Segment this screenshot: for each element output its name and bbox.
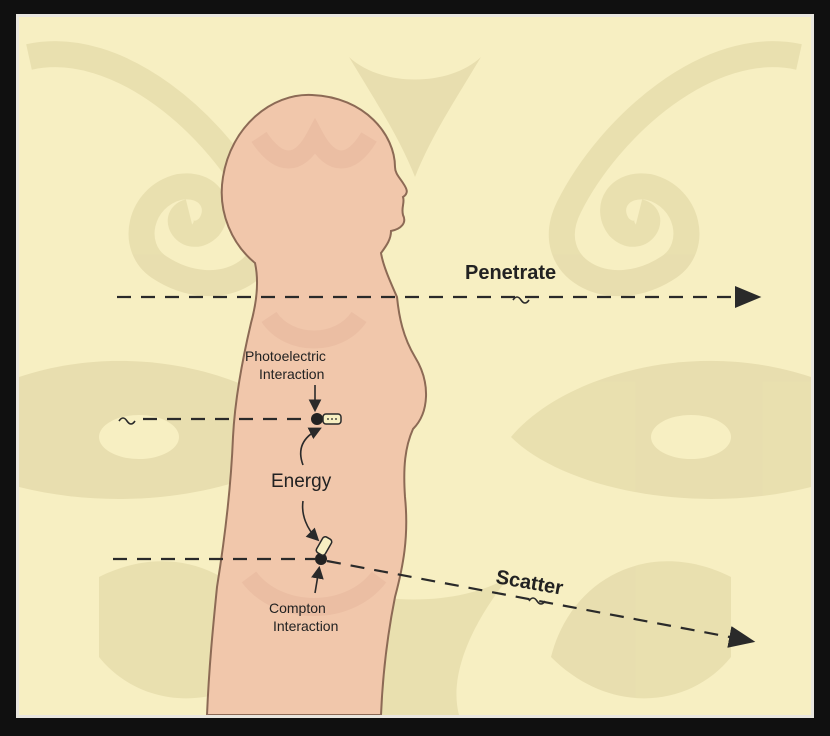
compton-label-line2: Interaction: [273, 618, 338, 634]
radiation-interaction-diagram: Penetrate Photoelectric Interaction Ener…: [19, 17, 811, 715]
photoelectric-electron-icon: [323, 414, 341, 424]
diagram-panel: Penetrate Photoelectric Interaction Ener…: [16, 14, 814, 718]
compton-label-line1: Compton: [269, 600, 326, 616]
photoelectric-label-line1: Photoelectric: [245, 348, 326, 364]
photoelectric-label-line2: Interaction: [259, 366, 324, 382]
penetrate-label: Penetrate: [465, 262, 556, 284]
energy-label: Energy: [271, 471, 332, 492]
photoelectric-atom: [311, 413, 323, 425]
